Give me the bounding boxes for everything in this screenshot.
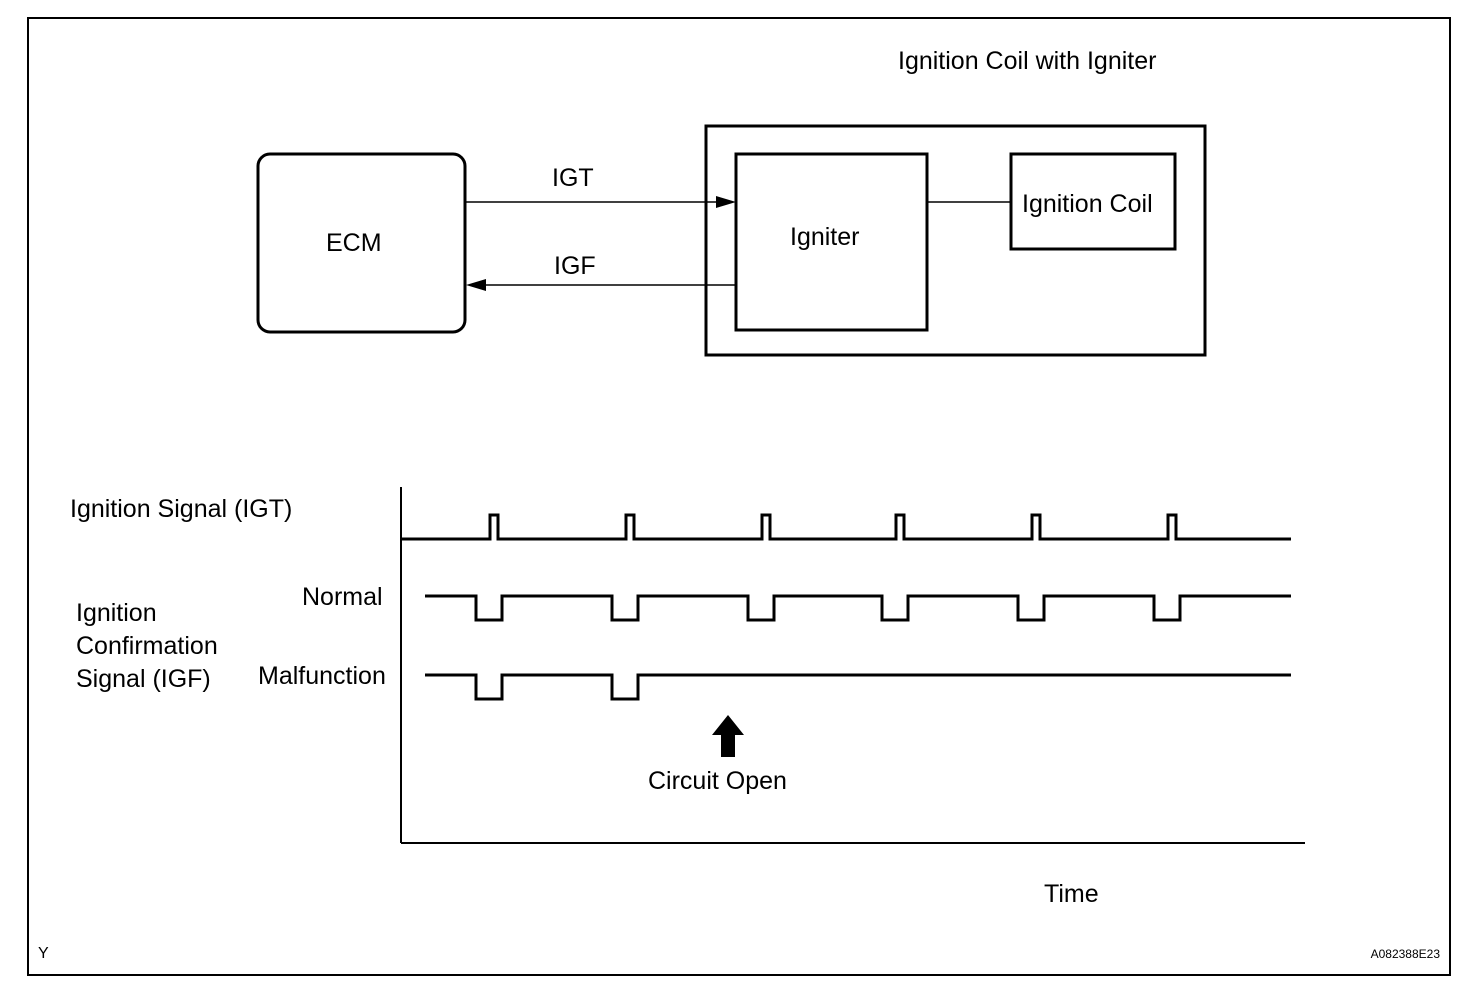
igf-row-label-line-1: Ignition: [76, 599, 157, 627]
corner-left-mark: Y: [38, 945, 49, 962]
malfunction-row-label: Malfunction: [258, 662, 386, 690]
ecm-label: ECM: [326, 229, 382, 257]
ignition-coil-with-igniter-box: [704, 124, 1207, 357]
igf-normal-waveform: [425, 594, 1291, 622]
figure-frame: [27, 17, 1451, 976]
igt-waveform: [401, 513, 1291, 541]
igt-row-label: Ignition Signal (IGT): [70, 495, 292, 523]
igf-arrowhead: [466, 279, 486, 291]
circuit-open-arrow: [712, 715, 744, 757]
igt-line-label: IGT: [552, 164, 594, 192]
igniter-label: Igniter: [790, 223, 859, 251]
igt-arrowhead: [716, 196, 736, 208]
igf-line-label: IGF: [554, 252, 596, 280]
ignition-coil-label: Ignition Coil: [1022, 190, 1153, 218]
igf-malfunction-waveform: [425, 673, 1291, 701]
assembly-label: Ignition Coil with Igniter: [898, 47, 1156, 75]
igf-row-label: Ignition Confirmation Signal (IGF): [76, 599, 225, 693]
igniter-block: [734, 152, 929, 332]
time-axis-label: Time: [1044, 880, 1099, 908]
figure-code: A082388E23: [1371, 947, 1441, 961]
igf-row-label-line-3: Signal (IGF): [76, 665, 211, 693]
circuit-open-label: Circuit Open: [648, 767, 787, 795]
normal-row-label: Normal: [302, 583, 383, 611]
igf-row-label-line-2: Confirmation: [76, 632, 218, 660]
ecm-block: [256, 152, 467, 334]
